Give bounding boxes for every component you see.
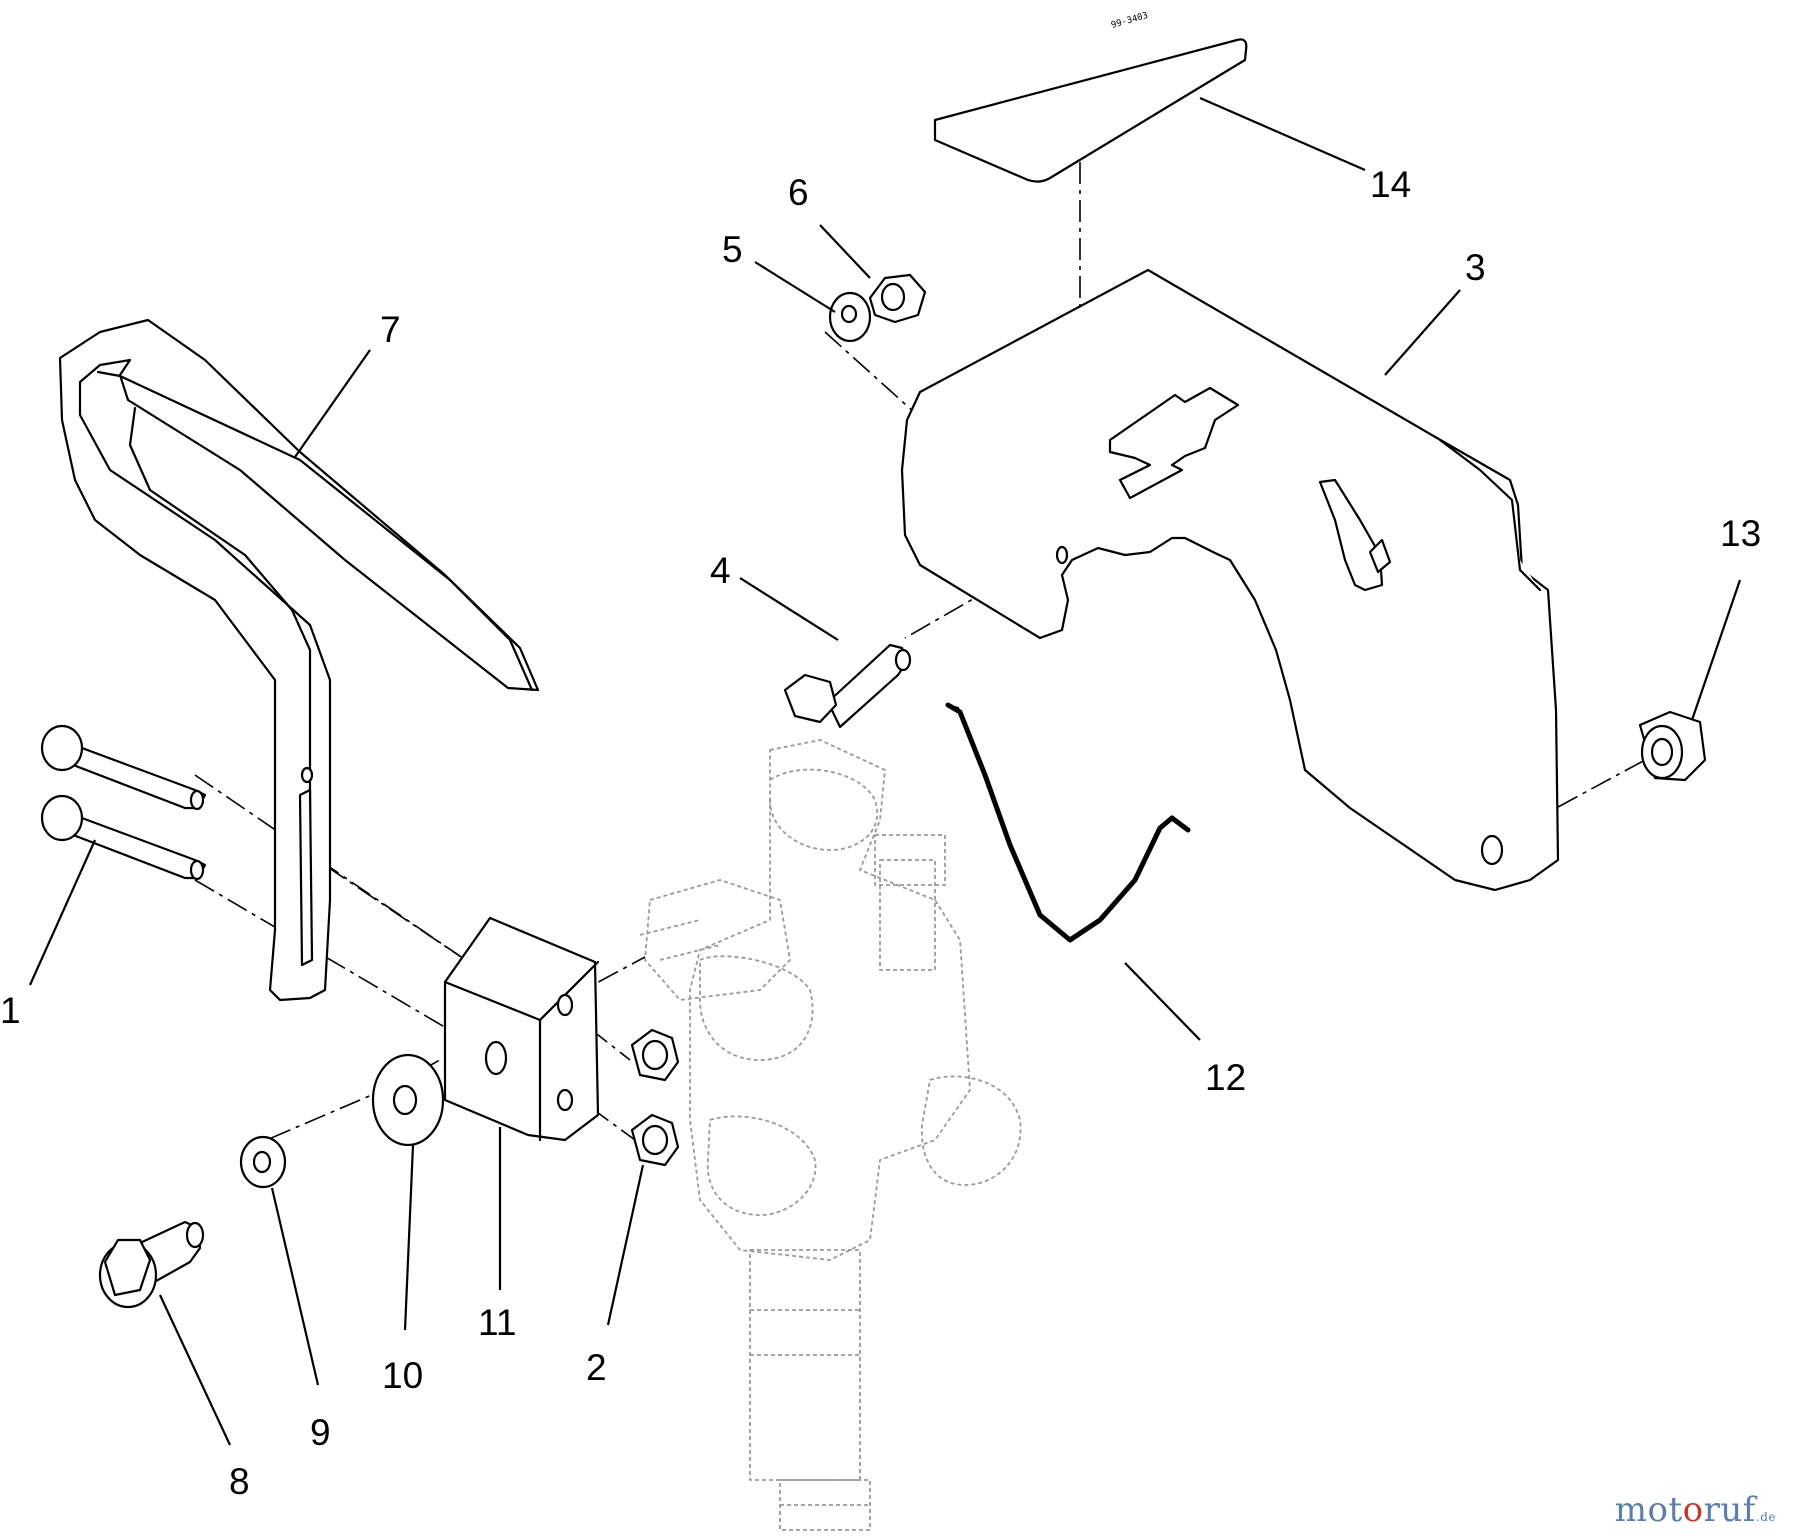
carriage-bolt-upper	[40, 724, 207, 811]
watermark-accent: o	[1682, 1490, 1704, 1530]
callout-13: 13	[1720, 513, 1761, 554]
mounting-bracket	[900, 268, 1560, 892]
top-hex-nut	[868, 273, 927, 324]
hex-flange-bolt	[98, 1220, 205, 1309]
callout-2: 2	[586, 1347, 607, 1388]
hex-bolt	[783, 643, 912, 729]
callout-labels: 14 3 6 5 4 7 13 12 1 2 11 10 9 8	[0, 164, 1761, 1502]
control-handle	[58, 318, 540, 1002]
callout-leaders	[28, 96, 1742, 1446]
wire-clip	[945, 702, 1191, 943]
decal-code-label: 99-3403	[1110, 11, 1149, 31]
callout-10: 10	[382, 1355, 423, 1396]
callout-6: 6	[788, 172, 809, 213]
callout-9: 9	[310, 1412, 331, 1453]
decal: 99-3403	[933, 11, 1248, 183]
callout-12: 12	[1205, 1057, 1246, 1098]
callout-5: 5	[722, 229, 743, 270]
spacer	[1638, 710, 1707, 782]
flat-washer	[371, 1053, 445, 1147]
callout-1: 1	[0, 990, 21, 1031]
lock-nut-upper	[630, 1028, 680, 1082]
watermark-prefix: mot	[1614, 1490, 1683, 1530]
callout-3: 3	[1465, 247, 1486, 288]
watermark-suffix: ruf	[1703, 1490, 1756, 1530]
lock-nut-lower	[630, 1113, 680, 1167]
callout-7: 7	[380, 309, 401, 350]
callout-4: 4	[710, 550, 731, 591]
control-valve-phantom	[639, 739, 1022, 1531]
callout-11: 11	[478, 1302, 516, 1343]
top-lock-washer	[828, 291, 872, 343]
watermark-tld: .de	[1755, 1510, 1776, 1524]
lock-washer	[239, 1135, 287, 1189]
callout-8: 8	[229, 1461, 250, 1502]
adapter-block	[443, 916, 600, 1142]
callout-14: 14	[1370, 164, 1411, 205]
watermark-logo: motoruf.de	[1615, 1490, 1776, 1530]
carriage-bolt-lower	[40, 794, 207, 881]
